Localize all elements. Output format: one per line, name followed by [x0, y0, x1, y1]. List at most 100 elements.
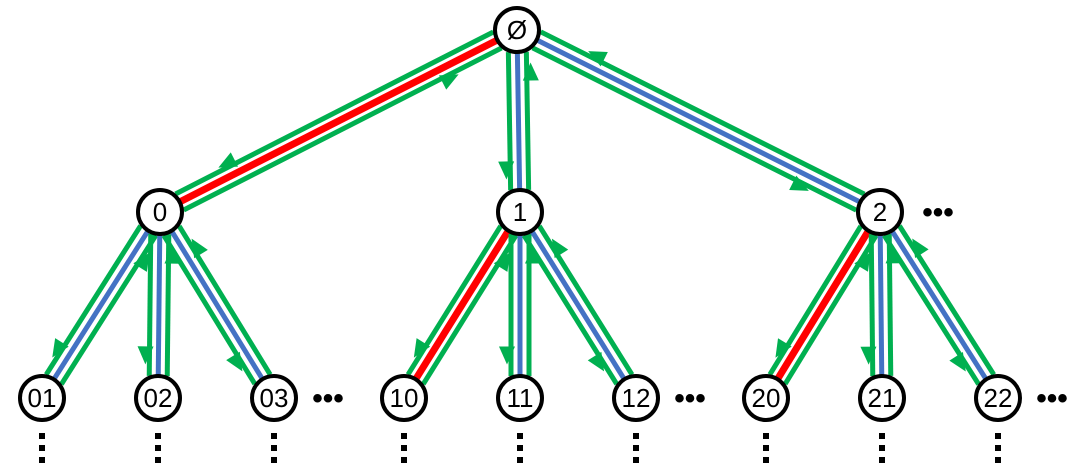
ellipsis-dot	[517, 457, 523, 463]
selected-path-line	[412, 228, 512, 382]
edge-root-n2	[531, 29, 866, 213]
ellipsis-dot	[271, 433, 277, 439]
node-circle	[742, 374, 790, 422]
edge-n2-n20	[767, 224, 879, 386]
ascend-arrowhead	[854, 252, 871, 272]
ellipsis-dot	[517, 433, 523, 439]
node-circle	[250, 374, 298, 422]
ascend-arrowhead	[588, 51, 608, 67]
ascend-arrowhead	[522, 62, 539, 81]
descend-arrowhead	[775, 338, 792, 358]
ellipsis-dot	[763, 445, 769, 451]
node-label: 01	[28, 383, 57, 413]
horizontal-ellipsis-n22: •••	[1036, 382, 1068, 415]
node-circle	[493, 6, 541, 54]
selected-path-line	[774, 228, 872, 382]
ascend-track	[177, 224, 273, 376]
ellipsis-dot	[879, 433, 885, 439]
explored-path-line	[51, 229, 151, 381]
node-label: 2	[873, 197, 887, 227]
node-n12: 12	[612, 374, 660, 422]
ellipsis-dot	[633, 457, 639, 463]
ellipsis-dot	[401, 445, 407, 451]
descend-track	[767, 224, 863, 376]
node-n01: 01	[18, 374, 66, 422]
vertical-ellipsis-n10	[401, 433, 407, 463]
node-n11: 11	[496, 374, 544, 422]
node-n03: 03	[250, 374, 298, 422]
descend-arrowhead	[226, 351, 243, 372]
node-n1: 1	[496, 188, 544, 236]
descend-arrowhead	[413, 338, 431, 358]
ascend-track	[421, 234, 519, 386]
ascend-arrowhead	[551, 238, 569, 259]
node-label: 03	[260, 383, 289, 413]
node-circle	[856, 188, 904, 236]
node-n21: 21	[858, 374, 906, 422]
node-label: 12	[622, 383, 651, 413]
edge-root-n0	[174, 29, 503, 213]
node-label: 11	[507, 383, 534, 413]
ascend-arrowhead	[133, 252, 150, 272]
descend-arrowhead	[949, 351, 966, 372]
ascend-track	[897, 224, 996, 376]
descend-arrowhead	[218, 152, 239, 168]
node-circle	[380, 374, 428, 422]
descend-arrowhead	[587, 351, 605, 372]
ellipsis-dot	[633, 433, 639, 439]
node-circle	[136, 188, 184, 236]
edges-layer	[44, 29, 996, 386]
ellipsis-dot	[879, 445, 885, 451]
ellipsis-dot	[879, 457, 885, 463]
vertical-ellipsis-n03	[271, 433, 277, 463]
edge-n0-n01	[44, 224, 158, 386]
descend-track	[521, 234, 619, 386]
vertical-ellipsis-n22	[995, 433, 1001, 463]
ascend-arrowhead	[912, 238, 929, 259]
node-n10: 10	[380, 374, 428, 422]
edge-n2-n22	[882, 224, 996, 386]
ellipsis-dot	[39, 445, 45, 451]
descend-track	[405, 224, 503, 376]
ellipsis-dot	[155, 457, 161, 463]
selected-path-line	[178, 36, 499, 206]
node-circle	[496, 374, 544, 422]
edge-root-n1	[498, 51, 539, 191]
node-label: 22	[984, 383, 1013, 413]
vertical-ellipsis-n20	[763, 433, 769, 463]
descend-arrowhead	[499, 346, 515, 365]
ascend-track	[59, 234, 158, 386]
descend-track	[174, 29, 495, 197]
vertical-ellipsis-n11	[517, 433, 523, 463]
node-circle	[134, 374, 182, 422]
node-label: Ø	[507, 15, 527, 45]
explored-path-line	[514, 51, 523, 191]
explored-path-line	[169, 229, 265, 381]
descend-arrowhead	[137, 346, 154, 365]
ellipsis-dot	[995, 433, 1001, 439]
descend-track	[44, 224, 143, 376]
ellipsis-dot	[995, 457, 1001, 463]
descend-arrowhead	[498, 161, 515, 180]
ellipsis-dot	[271, 445, 277, 451]
ascend-arrowhead	[438, 74, 459, 90]
ellipsis-dot	[39, 433, 45, 439]
ellipsis-dot	[763, 433, 769, 439]
ascend-track	[539, 29, 866, 197]
node-n2: 2	[856, 188, 904, 236]
descend-arrowhead	[789, 175, 809, 191]
ellipsis-dot	[633, 445, 639, 451]
node-n0: 0	[136, 188, 184, 236]
descend-arrowhead	[52, 338, 69, 358]
ellipsis-dot	[401, 457, 407, 463]
node-n20: 20	[742, 374, 790, 422]
node-root: Ø	[493, 6, 541, 54]
horizontal-ellipsis-n12: •••	[674, 382, 706, 415]
node-label: 21	[868, 383, 897, 413]
node-label: 20	[752, 383, 781, 413]
ascend-track	[182, 45, 503, 213]
node-label: 02	[144, 383, 173, 413]
node-circle	[612, 374, 660, 422]
